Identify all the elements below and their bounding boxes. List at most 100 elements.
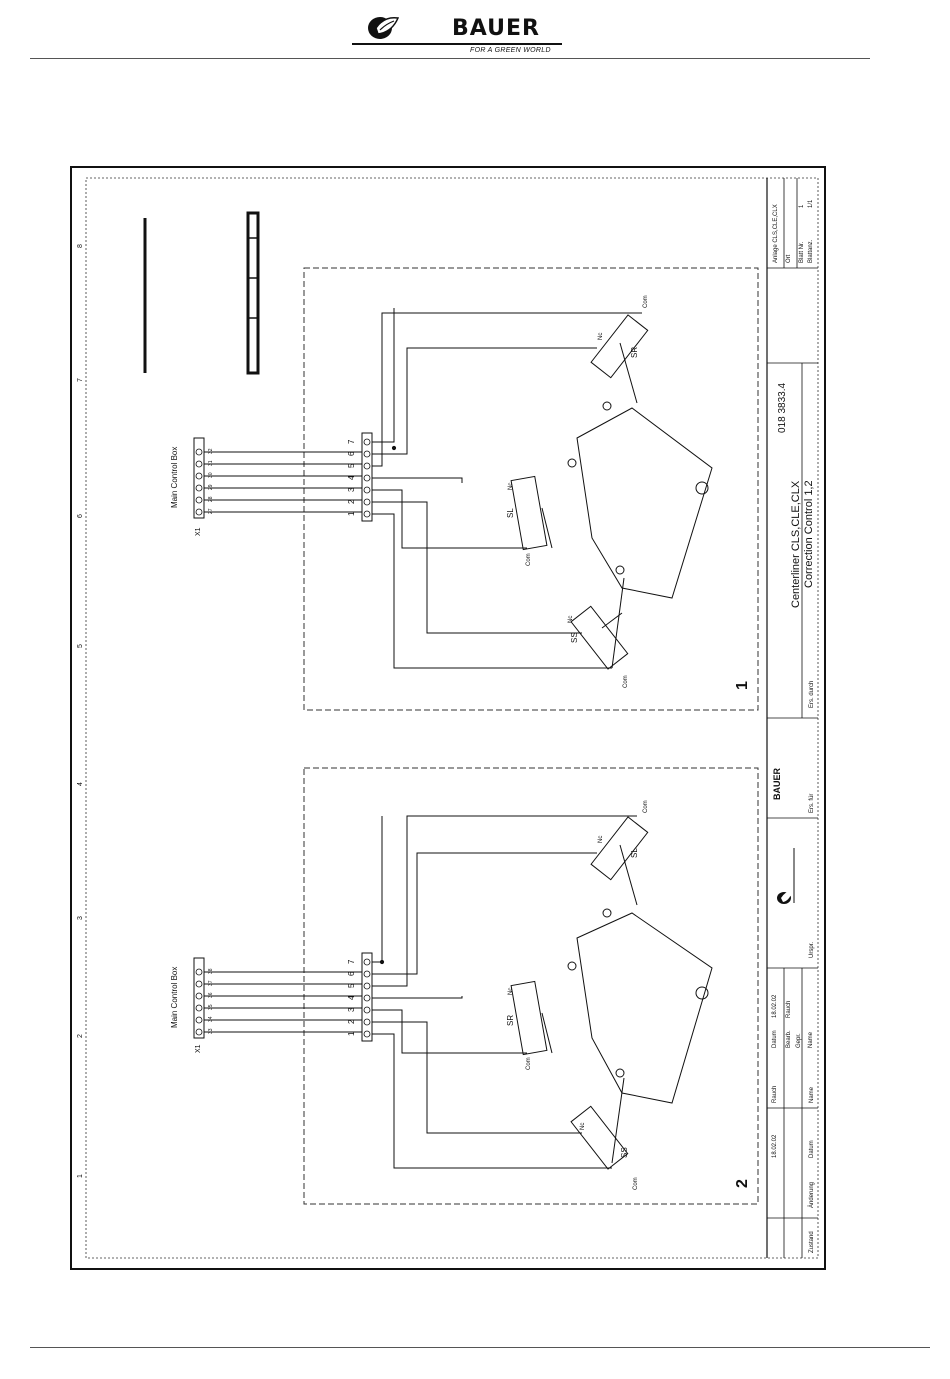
cam-plate xyxy=(576,912,713,1104)
switch-label: SS xyxy=(620,1147,629,1158)
terminals-top xyxy=(195,448,203,516)
title-block xyxy=(767,178,818,1258)
com-label: Com xyxy=(623,675,629,688)
terminal-label: 33 xyxy=(208,1028,214,1034)
cam-roller xyxy=(602,401,612,411)
terminals-bottom xyxy=(363,958,371,1038)
nc-label: Nc xyxy=(508,988,514,995)
logo-underline xyxy=(352,43,562,45)
x1-label: X1 xyxy=(195,1044,202,1053)
switch-wires xyxy=(372,815,637,1169)
circuit-1-frame xyxy=(303,267,759,711)
col-number: 5 xyxy=(77,644,84,648)
drawing-number: 018 3833.4 xyxy=(777,383,788,433)
terminal-label: 35 xyxy=(208,1004,214,1010)
col-number: 7 xyxy=(77,378,84,382)
cam-roller xyxy=(615,1068,625,1078)
terminal-number: 4 xyxy=(347,475,356,480)
terminal-number: 3 xyxy=(347,487,356,492)
terminal-number: 4 xyxy=(347,995,356,1000)
terminal-label: 31 xyxy=(208,460,214,466)
terminal-number: 1 xyxy=(347,511,356,516)
drawing-title-line1: Centerliner CLS,CLE,CLX xyxy=(790,480,802,608)
com-label: Com xyxy=(526,553,532,566)
inner-frame xyxy=(85,177,819,1259)
terminal-number: 2 xyxy=(347,1019,356,1024)
col-number: 6 xyxy=(77,514,84,518)
terminal-strip-top xyxy=(193,437,205,519)
gepr-label: Gepr. xyxy=(796,1033,802,1048)
switch-sr-2 xyxy=(510,980,553,1056)
terminal-number: 6 xyxy=(347,451,356,456)
bus-wires xyxy=(204,971,362,1033)
terminal-strip-bottom xyxy=(361,952,373,1042)
switch-label: SL xyxy=(506,508,515,518)
footer-divider xyxy=(30,1347,930,1348)
com-label: Com xyxy=(643,800,649,813)
terminal-number: 1 xyxy=(347,1031,356,1036)
x1-label: X1 xyxy=(195,527,202,536)
circuit-2-frame xyxy=(303,767,759,1205)
col-number: 8 xyxy=(77,244,84,248)
terminal-number: 7 xyxy=(347,439,356,444)
brand-tagline: FOR A GREEN WORLD xyxy=(470,47,551,54)
terminal-strip-bottom xyxy=(361,432,373,522)
terminal-number: 6 xyxy=(347,971,356,976)
terminal-strip-top xyxy=(193,957,205,1039)
revision-name: Rauch xyxy=(772,1086,778,1103)
bus-wires xyxy=(204,451,362,513)
ers-durch-label: Ers. durch xyxy=(809,681,815,708)
ort-label: Ort xyxy=(786,254,792,263)
bearb-value: Rauch xyxy=(786,1001,792,1018)
page-header: BAUER FOR A GREEN WORLD xyxy=(0,0,950,70)
switch-sr-1 xyxy=(590,314,649,404)
terminal-number: 5 xyxy=(347,983,356,988)
terminal-label: 28 xyxy=(208,496,214,502)
circuit-2: 2 Main Control Box X1 33 34 35 36 37 38 xyxy=(170,767,759,1205)
com-label: Com xyxy=(526,1057,532,1070)
terminal-label: 30 xyxy=(208,472,214,478)
cam-hole xyxy=(695,481,709,495)
header-divider xyxy=(30,58,870,59)
terminal-label: 37 xyxy=(208,980,214,986)
main-control-box-label: Main Control Box xyxy=(170,447,179,508)
switch-label: SS xyxy=(570,632,579,643)
anlage-label: Anlage CLS,CLE,CLX xyxy=(773,204,779,263)
terminal-number: 7 xyxy=(347,959,356,964)
terminal-number: 5 xyxy=(347,463,356,468)
switch-sl-2 xyxy=(590,816,649,906)
circuit-2-number: 2 xyxy=(734,1179,751,1188)
datum2-label: Datum xyxy=(809,1140,815,1158)
drawing-title-line2: Correction Control 1,2 xyxy=(803,480,815,588)
com-label: Com xyxy=(643,295,649,308)
schematic-drawing: 1 2 3 4 5 6 7 8 1 Main Control Box X1 xyxy=(77,177,819,1259)
main-control-box-label: Main Control Box xyxy=(170,967,179,1028)
circuit-1: 1 Main Control Box X1 27 28 29 30 31 32 xyxy=(170,267,759,711)
circuit-1-number: 1 xyxy=(734,681,751,690)
titleblock-brand: BAUER xyxy=(772,767,782,800)
bearb-label: Bearb. xyxy=(786,1030,792,1048)
bauer-leaf-icon xyxy=(368,16,400,39)
cam-plate xyxy=(576,407,713,599)
correction-marks xyxy=(143,211,260,375)
switch-sl-1 xyxy=(510,475,553,551)
switch-label: SR xyxy=(630,347,639,358)
switch-label: SR xyxy=(506,1015,515,1026)
nc-label: Nc xyxy=(508,483,514,490)
blatt-nr-value: 1 xyxy=(799,204,805,208)
bauer-logo: BAUER FOR A GREEN WORLD xyxy=(352,10,562,58)
terminal-label: 34 xyxy=(208,1016,214,1022)
terminal-label: 36 xyxy=(208,992,214,998)
terminals-top xyxy=(195,968,203,1036)
terminal-label: 27 xyxy=(208,508,214,514)
terminal-label: 38 xyxy=(208,968,214,974)
column-numbers: 1 2 3 4 5 6 7 8 xyxy=(77,244,84,1178)
terminals-bottom xyxy=(363,438,371,518)
terminal-number: 2 xyxy=(347,499,356,504)
cam-roller xyxy=(567,961,577,971)
datum-label: Datum xyxy=(772,1030,778,1048)
brand-name: BAUER xyxy=(452,16,540,41)
revision-date: 18.02.02 xyxy=(772,1134,778,1158)
cam-roller xyxy=(615,565,625,575)
name2-label: Name xyxy=(809,1086,815,1103)
